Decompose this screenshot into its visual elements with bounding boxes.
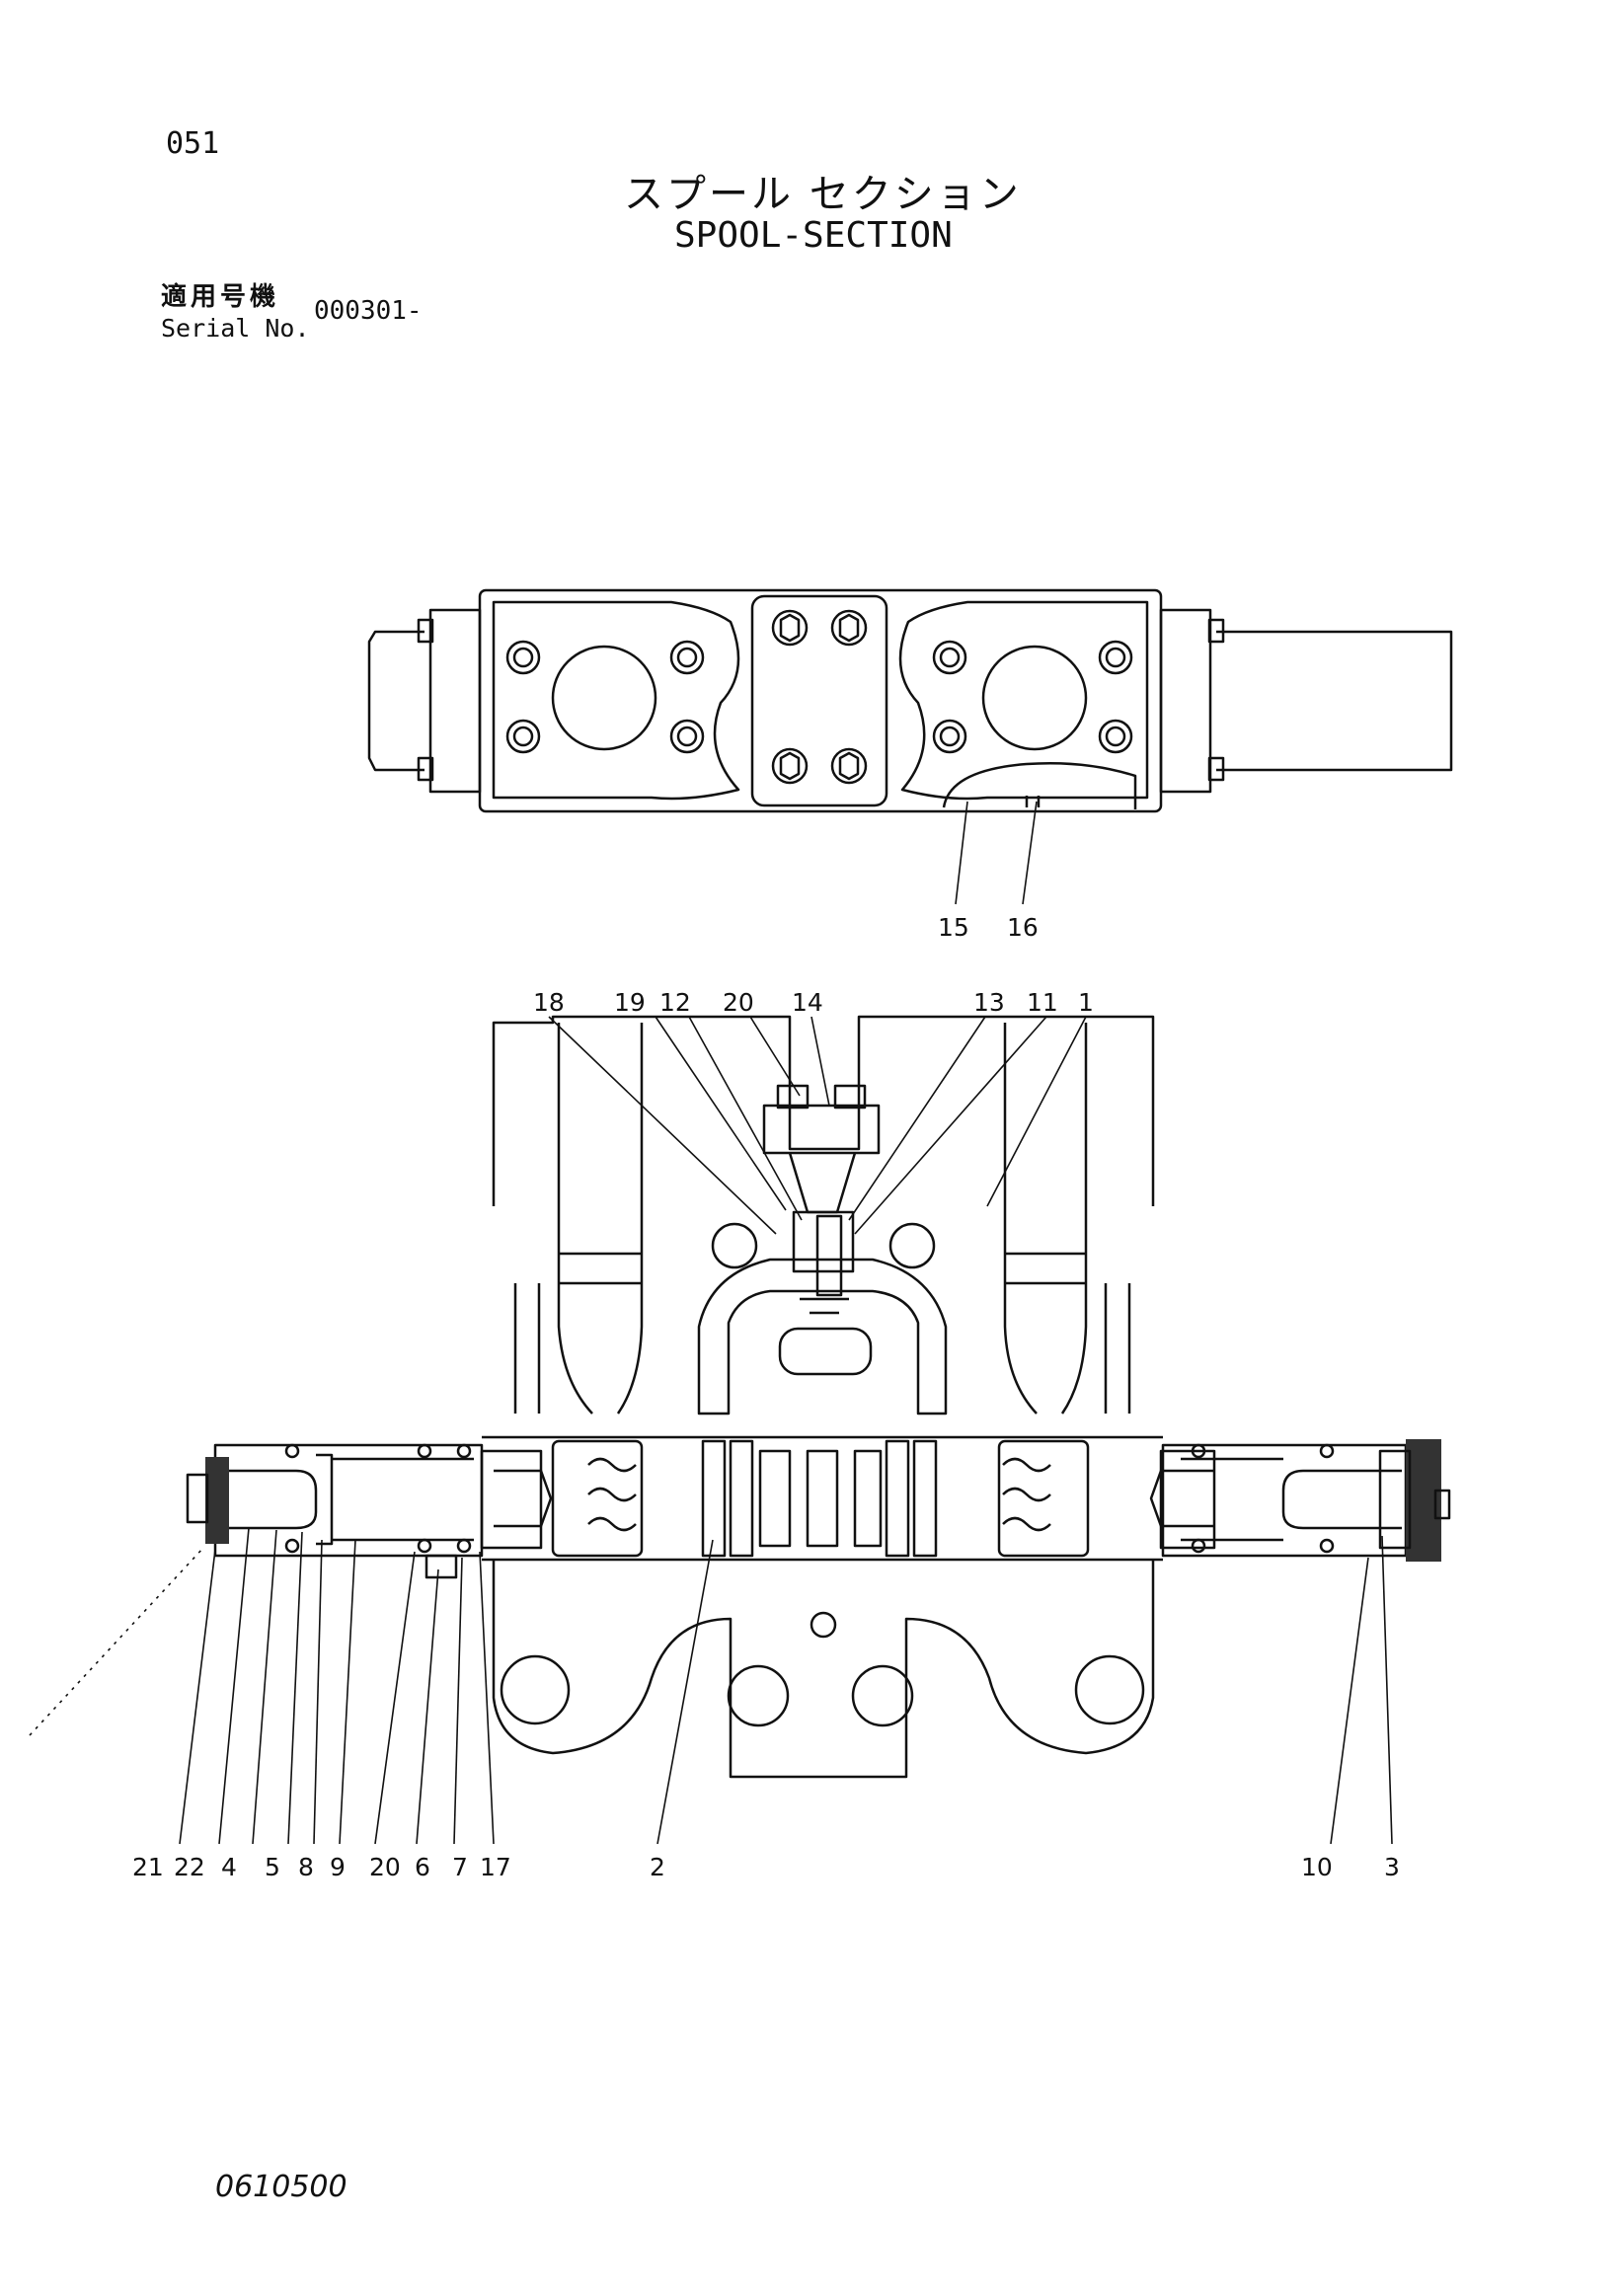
title-english: SPOOL-SECTION	[674, 215, 953, 256]
serial-label-japanese: 適用号機	[161, 282, 280, 312]
callout-17: 17	[480, 1853, 511, 1881]
callout-20-top: 20	[723, 988, 754, 1017]
callout-18: 18	[533, 988, 565, 1017]
document-code: 0610500	[215, 2170, 347, 2204]
callout-4: 4	[221, 1853, 237, 1881]
top-view	[367, 588, 1453, 813]
callout-11: 11	[1027, 988, 1058, 1017]
callout-13: 13	[973, 988, 1005, 1017]
leader-lines	[29, 801, 1393, 1845]
callout-15: 15	[938, 913, 969, 942]
serial-label-english: Serial No.	[161, 314, 310, 343]
callout-6: 6	[415, 1853, 430, 1881]
callout-numbers: 15 16 18 19 12 20 14 13 11 1 21 22 4 5 8…	[132, 913, 1400, 1881]
callout-5: 5	[265, 1853, 280, 1881]
callout-8: 8	[298, 1853, 314, 1881]
callout-21: 21	[132, 1853, 164, 1881]
callout-2: 2	[650, 1853, 665, 1881]
title-japanese: スプール セクション	[624, 172, 1022, 217]
callout-20-bottom: 20	[369, 1853, 401, 1881]
callout-19: 19	[614, 988, 646, 1017]
callout-9: 9	[330, 1853, 346, 1881]
callout-3: 3	[1384, 1853, 1400, 1881]
callout-1: 1	[1078, 988, 1094, 1017]
callout-16: 16	[1007, 913, 1039, 942]
callout-14: 14	[792, 988, 823, 1017]
callout-22: 22	[174, 1853, 205, 1881]
page-number: 051	[166, 126, 220, 161]
serial-value: 000301-	[314, 296, 423, 326]
callout-12: 12	[659, 988, 691, 1017]
callout-7: 7	[452, 1853, 468, 1881]
callout-10: 10	[1301, 1853, 1333, 1881]
section-view	[186, 1015, 1451, 1779]
